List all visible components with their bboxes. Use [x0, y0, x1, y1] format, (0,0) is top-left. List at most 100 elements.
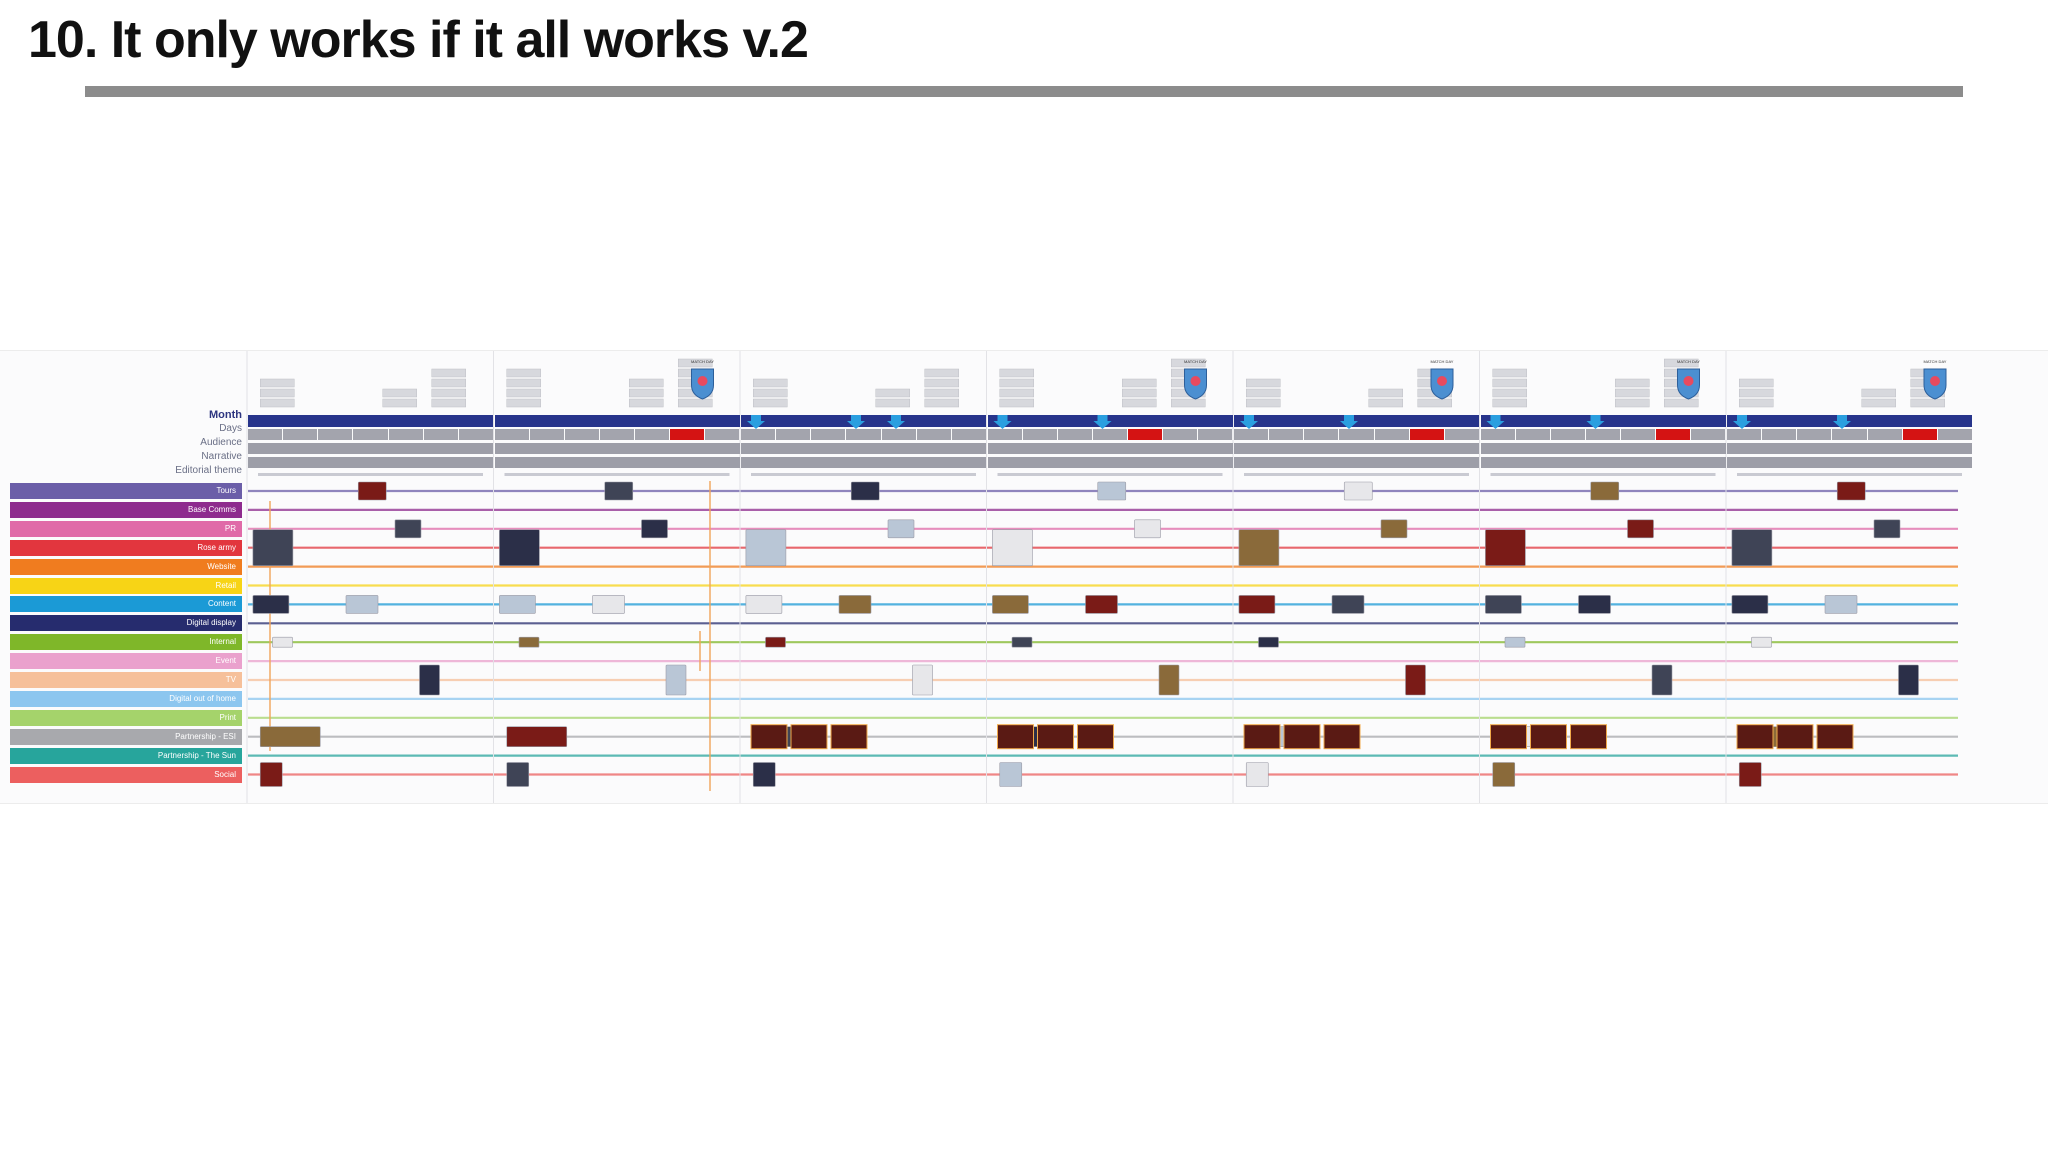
content-thumbnail [838, 595, 872, 614]
down-arrow-icon [1340, 415, 1358, 429]
day-cell [564, 429, 599, 440]
down-arrow-icon [1733, 415, 1751, 429]
channel-label: Internal [10, 634, 242, 651]
note-card [1368, 388, 1403, 398]
audience-band [1234, 443, 1479, 454]
note-card [382, 388, 417, 398]
header-label-month: Month [209, 409, 242, 421]
film-strip-thumbnail [790, 724, 828, 750]
day-cell [388, 429, 423, 440]
note-card [1492, 388, 1527, 398]
day-cell [846, 429, 881, 440]
note-card [1739, 378, 1774, 388]
editorial-theme-text [504, 473, 730, 476]
note-card [924, 398, 959, 408]
channel-label: Partnership - ESI [10, 728, 242, 745]
content-thumbnail [887, 519, 915, 539]
channel-label: Digital display [10, 615, 242, 632]
note-card [506, 398, 541, 408]
down-arrow-icon [1240, 415, 1258, 429]
film-strip-thumbnail [1077, 724, 1114, 750]
note-card [1171, 398, 1206, 408]
header-label-days: Days [219, 423, 242, 434]
audience-band [1727, 443, 1972, 454]
narrative-band [1727, 457, 1972, 468]
down-arrow-icon [747, 415, 765, 429]
content-thumbnail [394, 519, 422, 539]
channel-label: PR [10, 520, 242, 537]
audience-band [1480, 443, 1726, 454]
note-card [1664, 398, 1699, 408]
day-cell [353, 429, 388, 440]
note-card [1246, 378, 1281, 388]
note-card [753, 388, 788, 398]
match-day-label: MATCH DAY [1924, 359, 1947, 364]
match-day-label: MATCH DAY [1184, 359, 1207, 364]
content-thumbnail [665, 664, 687, 696]
header-label-audience: Audience [200, 437, 242, 448]
content-thumbnail [1898, 664, 1919, 696]
day-cell [1727, 429, 1762, 440]
note-card [999, 398, 1034, 408]
content-thumbnail [765, 636, 786, 648]
day-cell [1902, 429, 1937, 440]
note-card [506, 388, 541, 398]
day-cell [987, 429, 1022, 440]
day-cell [1937, 429, 1972, 440]
audience-band [987, 443, 1233, 454]
content-thumbnail [604, 481, 634, 501]
note-card [1122, 398, 1157, 408]
note-card [1122, 388, 1157, 398]
note-card [1368, 398, 1403, 408]
day-cell [1198, 429, 1233, 440]
day-cell [1762, 429, 1797, 440]
content-thumbnail [912, 664, 933, 696]
note-card [924, 368, 959, 378]
audience-band [248, 443, 493, 454]
film-strip-thumbnail [1243, 724, 1281, 750]
content-thumbnail [1578, 595, 1611, 614]
content-thumbnail [506, 762, 530, 787]
day-cell [318, 429, 353, 440]
film-strip-thumbnail [1570, 724, 1607, 750]
note-card [1417, 398, 1452, 408]
header-label-narrative: Narrative [201, 451, 242, 462]
channel-label: Digital out of home [10, 690, 242, 707]
content-thumbnail [506, 726, 568, 748]
content-thumbnail [1873, 519, 1901, 539]
content-thumbnail [1258, 636, 1279, 648]
content-thumbnail [1134, 519, 1161, 539]
channel-label: Rose army [10, 539, 242, 556]
content-thumbnail [1238, 529, 1280, 566]
film-strip-thumbnail [1283, 724, 1321, 750]
day-cell [1832, 429, 1867, 440]
channel-label: Event [10, 653, 242, 670]
day-cell [776, 429, 811, 440]
content-thumbnail [992, 529, 1033, 566]
content-thumbnail [1343, 481, 1373, 501]
day-cell [1691, 429, 1726, 440]
content-thumbnail [850, 481, 880, 501]
day-cell [1163, 429, 1198, 440]
rose-icon [1190, 376, 1201, 386]
content-thumbnail [1504, 636, 1526, 648]
content-thumbnail [499, 529, 540, 566]
channel-label: Retail [10, 577, 242, 594]
down-arrow-icon [1586, 415, 1605, 429]
content-thumbnail [1836, 481, 1866, 501]
note-card [1492, 378, 1527, 388]
day-cell [1515, 429, 1550, 440]
rose-icon [1930, 376, 1940, 386]
film-strip-thumbnail [1323, 724, 1361, 750]
content-thumbnail [641, 519, 668, 539]
content-thumbnail [1331, 595, 1365, 614]
note-card [1615, 378, 1650, 388]
day-cell [1057, 429, 1092, 440]
day-cell [1621, 429, 1656, 440]
down-arrow-icon [847, 415, 865, 429]
note-card [999, 368, 1034, 378]
note-card [260, 378, 295, 388]
day-cell [635, 429, 670, 440]
